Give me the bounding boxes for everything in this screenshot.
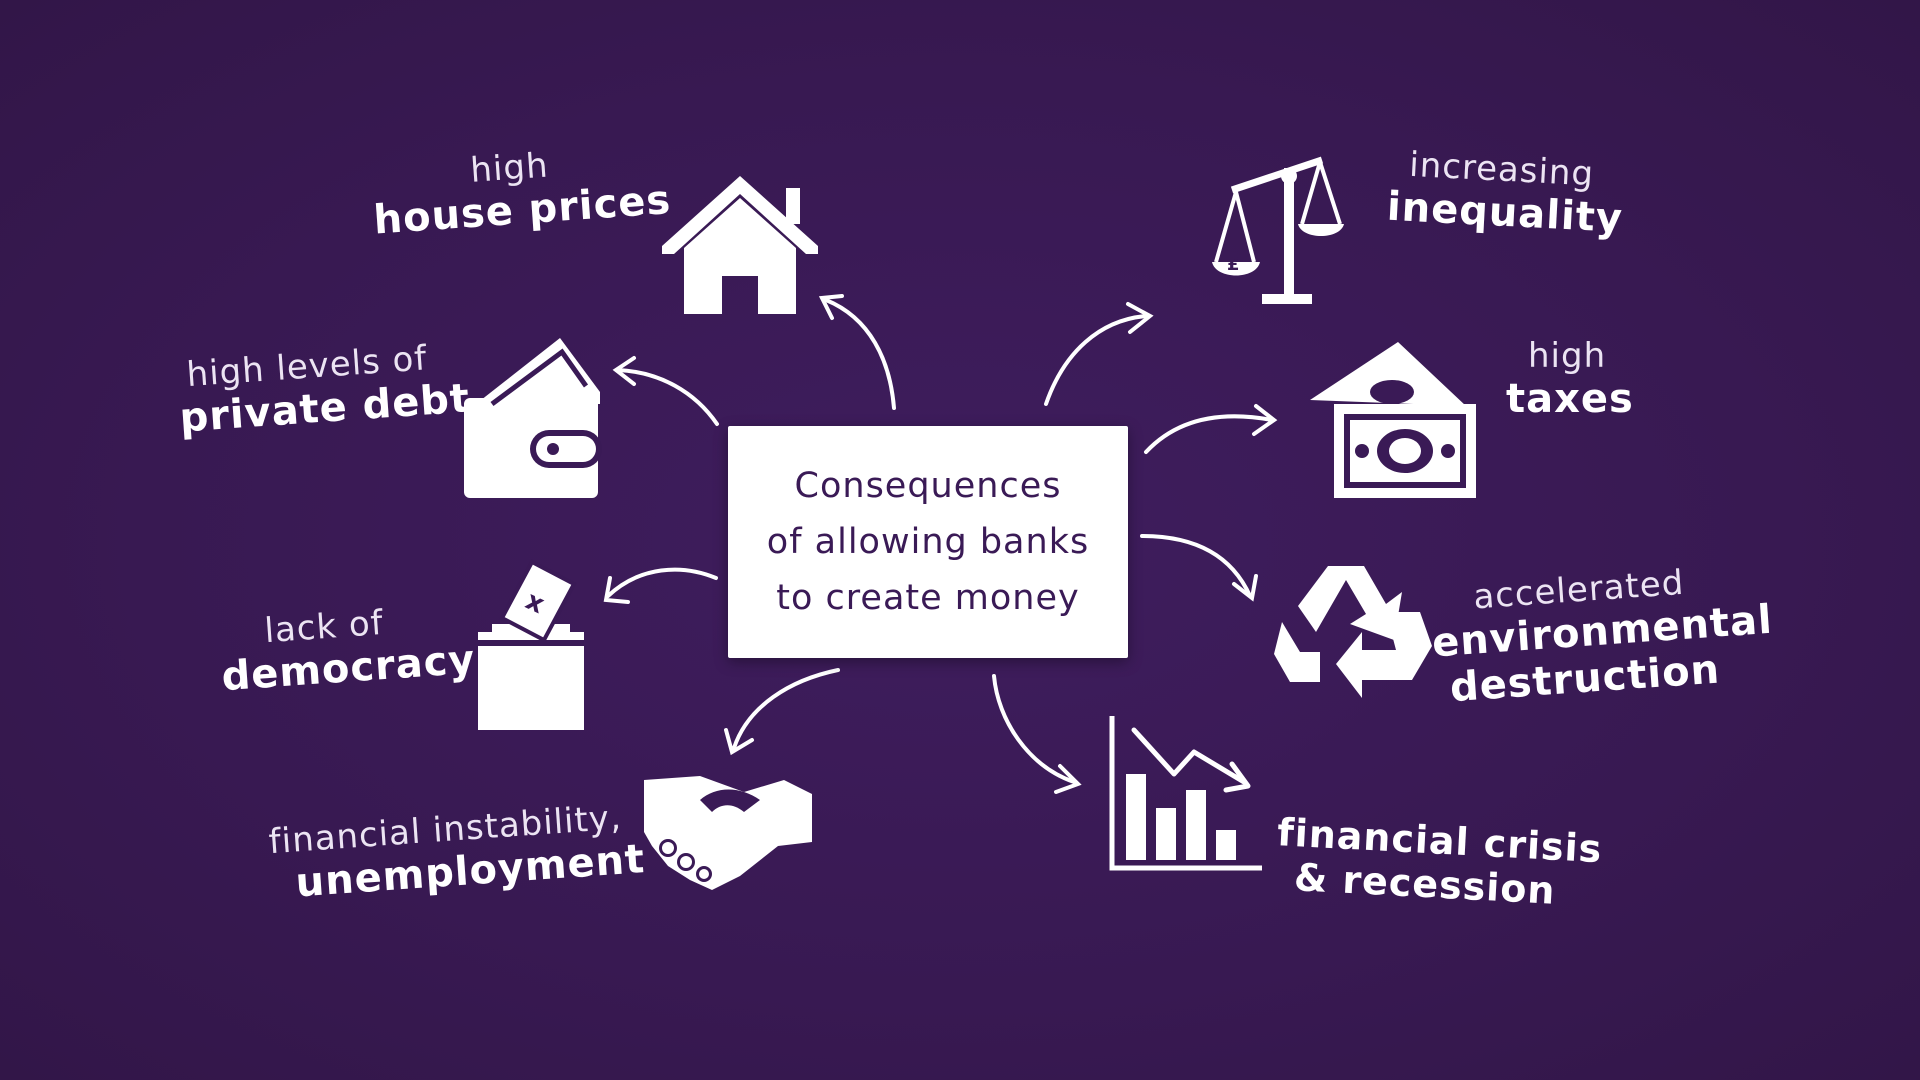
ballot-box-icon: x (478, 559, 584, 730)
falling-chart-icon (1109, 716, 1262, 871)
consequence-financial-crisis: financial crisis & recession (1274, 810, 1603, 914)
arrow-head-house (818, 294, 844, 320)
arrow-crisis (992, 674, 1076, 784)
arrow-head-taxes (1252, 404, 1278, 436)
arrow-environment (1140, 534, 1252, 598)
consequence-democracy: lack of democracy (217, 598, 477, 700)
handshake-icon (644, 776, 812, 890)
arrow-head-debt (612, 356, 636, 386)
consequence-taxes: high taxes (1506, 336, 1666, 422)
arrow-head-unemployment (724, 728, 754, 756)
scales-icon: £ (1212, 156, 1344, 304)
wallet-icon (464, 338, 602, 498)
central-topic-line-2: of allowing banks (766, 522, 1090, 562)
arrow-taxes (1144, 414, 1274, 454)
arrow-debt (616, 368, 719, 426)
arrow-inequality (1044, 314, 1148, 406)
arrow-head-crisis (1054, 764, 1082, 794)
money-icon (1310, 342, 1476, 498)
arrow-unemployment (732, 668, 840, 750)
svg-text:£: £ (1227, 254, 1240, 275)
arrow-head-democracy (603, 576, 630, 604)
recycle-icon (1274, 566, 1432, 698)
consequence-inequality: increasing inequality (1386, 144, 1630, 242)
central-topic-box: Consequences of allowing banks to create… (728, 426, 1128, 658)
central-topic-line-1: Consequences (794, 466, 1062, 506)
taxes-sub: high (1528, 336, 1607, 376)
arrow-head-inequality (1126, 302, 1154, 334)
taxes-main: taxes (1506, 376, 1634, 422)
arrow-house (824, 298, 896, 410)
central-topic-line-3: to create money (776, 578, 1080, 618)
house-icon (662, 176, 818, 314)
arrow-democracy (606, 567, 718, 598)
arrow-head-environment (1232, 574, 1258, 602)
consequence-environment: accelerated environmental destruction (1428, 560, 1775, 713)
